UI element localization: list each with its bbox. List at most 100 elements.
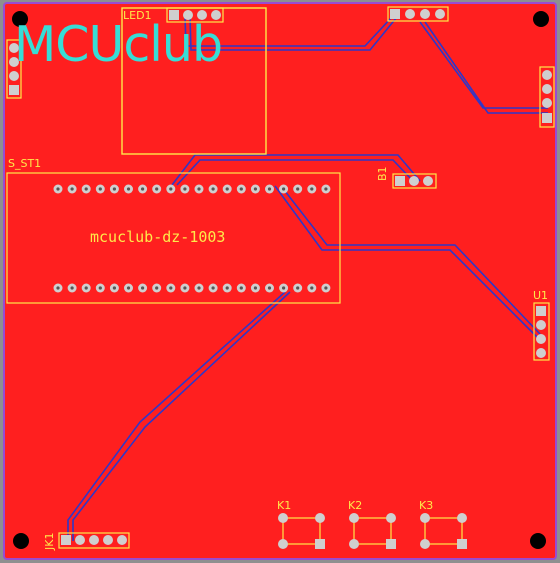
pad-hole [155,187,159,191]
pad [457,539,467,549]
pad-hole [267,286,272,290]
pad-hole [183,286,187,290]
pad [89,535,99,545]
pad-hole [70,187,74,191]
k3-label: K3 [419,499,434,512]
traces [67,16,548,541]
pad [349,513,359,523]
button-k3 [420,513,467,549]
pad [435,9,445,19]
header-frame [387,6,449,22]
pad-hole [211,286,215,290]
pad [420,513,430,523]
trace [171,154,421,186]
pad-hole [98,286,102,290]
header-frame [58,532,130,549]
jk1-label: JK1 [43,532,56,550]
trace [72,291,291,541]
pad [536,306,546,316]
pad [9,57,19,67]
mounting-holes [12,11,549,549]
pad-hole [112,187,116,191]
trace [189,16,398,51]
pad [542,98,552,108]
header-frame [392,173,437,189]
pad-hole [282,286,286,290]
pad-hole [56,286,60,290]
pad [536,334,546,344]
pad-hole [155,286,159,290]
pad-hole [324,286,328,290]
b1-component [392,173,437,189]
pad [536,348,546,358]
pad [197,10,207,20]
pad-hole [84,286,88,290]
k1-label: K1 [277,499,292,512]
pad-hole [183,187,187,191]
k2-label: K2 [348,499,363,512]
pad [542,70,552,80]
pad-hole [98,187,102,191]
pad-hole [296,286,300,290]
pad-hole [324,187,328,191]
board-outline [3,2,557,560]
button-k1 [278,513,325,549]
trace [184,16,393,47]
pad-hole [225,286,229,290]
pad [457,513,467,523]
trace [274,185,541,341]
pad [542,84,552,94]
board-model-text: mcuclub-dz-1003 [90,228,226,246]
u1-component [533,302,550,361]
pad [420,9,430,19]
pad-hole [84,187,88,191]
pad-hole [141,187,145,191]
pad [278,539,288,549]
header-left [6,39,22,99]
pad [542,113,552,123]
pad-hole [310,286,314,290]
pad-hole [296,187,300,191]
pad-hole [310,187,314,191]
pad [390,9,400,19]
header-frame [533,302,550,361]
pad [405,9,415,19]
pad-hole [197,187,201,191]
pad-hole [239,286,243,290]
trace [424,21,548,114]
pad [315,539,325,549]
pad-hole [70,286,74,290]
button-k2 [349,513,396,549]
pad-hole [282,187,286,191]
header-led1 [166,7,224,23]
s-st1-pin-rows [53,184,331,293]
pad-hole [267,187,272,191]
pad [349,539,359,549]
button-frame [282,517,321,545]
brand-logo-text: MCUclub [14,16,223,73]
pad-hole [126,187,131,191]
pad [103,535,113,545]
pad-hole [211,187,215,191]
trace [280,185,541,335]
header-frame [6,39,22,99]
pad-hole [225,187,229,191]
jk1-component [58,532,130,549]
header-frame [166,7,224,23]
pad [395,176,405,186]
trace [67,291,286,541]
pad [278,513,288,523]
s-st1-label: S_ST1 [8,157,42,170]
pad [183,10,193,20]
pad-hole [253,187,257,191]
trace [419,21,548,109]
u1-label: U1 [533,289,549,302]
pad [9,85,19,95]
pad-hole [239,187,243,191]
pad-hole [197,286,201,290]
pad [536,320,546,330]
pad-hole [141,286,145,290]
pad [211,10,221,20]
pad [409,176,419,186]
